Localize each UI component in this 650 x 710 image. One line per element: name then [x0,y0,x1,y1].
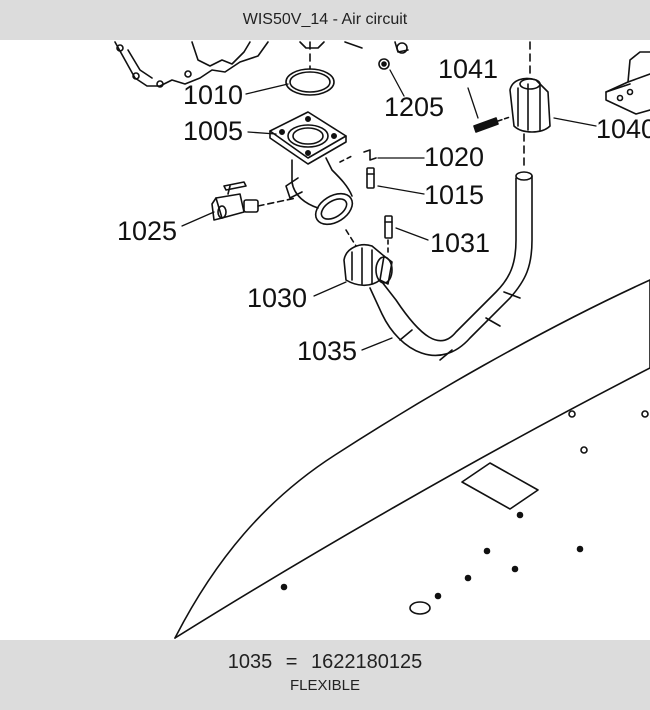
base-plate [174,279,650,639]
equals-sign: = [285,651,298,673]
callouts: 1010 1205 1041 1040 1005 1020 1015 1025 … [117,54,650,366]
connector-1040 [509,41,551,171]
valve-1025 [211,181,297,221]
callout-1005[interactable]: 1005 [183,116,243,146]
flexible-hose-1035 [369,171,533,361]
callout-1025[interactable]: 1025 [117,216,177,246]
callout-1205[interactable]: 1205 [384,92,444,122]
connector-1030 [343,229,393,287]
part-code-line: 1035 = 1622180125 [0,650,650,674]
flange-elbow-1005 [269,111,354,226]
part-info-footer: 1035 = 1622180125 FLEXIBLE [0,640,650,710]
o-ring-1010 [285,41,335,96]
title-bar: WIS50V_14 - Air circuit [0,0,650,40]
callout-1020[interactable]: 1020 [424,142,484,172]
page-title: WIS50V_14 - Air circuit [242,11,408,28]
screw-1031 [384,215,393,257]
clip-1020 [339,149,377,163]
upper-housing [114,41,409,88]
callout-1030[interactable]: 1030 [247,283,307,313]
callout-1015[interactable]: 1015 [424,180,484,210]
part-code: 1622180125 [311,651,423,673]
screw-1015 [366,167,375,189]
leader-lines [181,69,597,351]
diagram-svg: 1010 1205 1041 1040 1005 1020 1015 1025 … [114,41,650,639]
part-description: FLEXIBLE [289,677,361,694]
screw-1041 [473,116,511,133]
exploded-diagram: 1010 1205 1041 1040 1005 1020 1015 1025 … [0,40,650,640]
callout-1035[interactable]: 1035 [297,336,357,366]
callout-1041[interactable]: 1041 [438,54,498,84]
callout-1040[interactable]: 1040 [596,114,650,144]
callout-1031[interactable]: 1031 [430,228,490,258]
right-bracket [605,51,650,115]
callout-1010[interactable]: 1010 [183,80,243,110]
selected-part-number: 1035 [227,651,273,673]
